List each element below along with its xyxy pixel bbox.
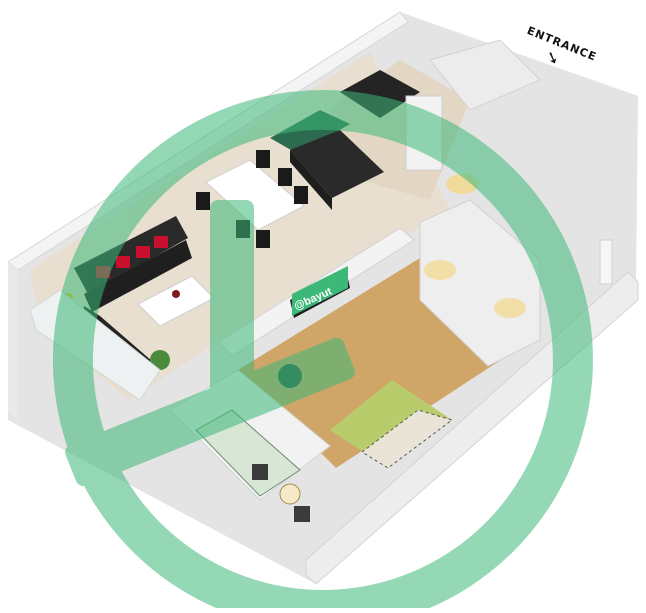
plant-icon: [150, 350, 170, 370]
dining-chair: [256, 150, 270, 168]
dining-chair: [294, 186, 308, 204]
balcony-chair: [294, 506, 310, 522]
dining-chair: [278, 168, 292, 186]
bed: [330, 380, 452, 468]
wardrobe: [419, 199, 541, 367]
ceiling-light: [494, 298, 526, 318]
plant-icon: [172, 290, 180, 298]
cushion: [154, 236, 168, 248]
kitchen-island-front: [290, 150, 332, 210]
sofa-seat: [84, 240, 192, 312]
bathroom-floor: [429, 39, 541, 111]
cushion: [136, 246, 150, 258]
cushion: [116, 256, 130, 268]
dining-chair: [256, 230, 270, 248]
ceiling-light: [424, 260, 456, 280]
watermark-bar: [65, 337, 355, 487]
watermark-stem: [210, 200, 254, 400]
bed-blanket: [361, 409, 454, 469]
kitchen-counter-top: [340, 70, 420, 118]
shower-icon: [599, 239, 613, 285]
balcony-table: [279, 483, 301, 505]
dining-chair: [196, 192, 210, 210]
kitchen-island: [290, 130, 384, 198]
balcony-chair: [252, 464, 268, 480]
outer-wall-front-left: [8, 262, 18, 420]
tv-screen: [292, 266, 348, 316]
